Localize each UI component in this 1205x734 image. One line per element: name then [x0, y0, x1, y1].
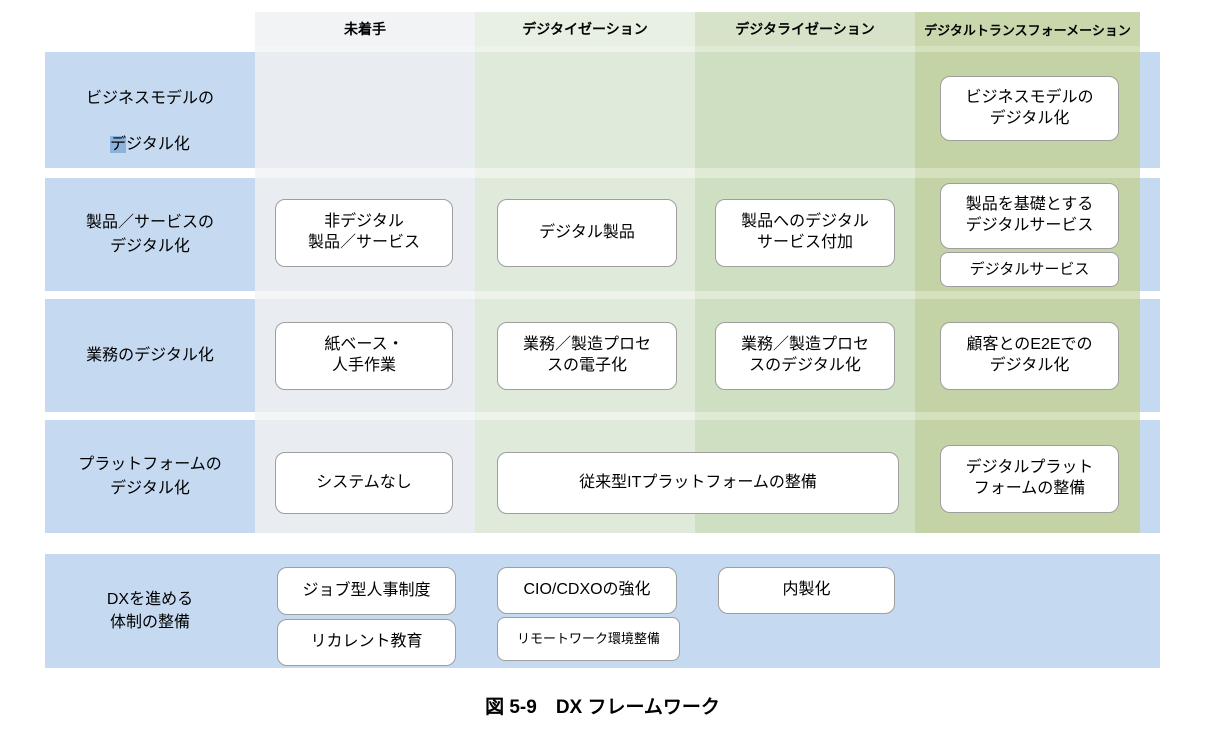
figure-caption: 図 5-9 DX フレームワーク — [485, 697, 720, 718]
row-header-line1: ビジネスモデルの — [85, 89, 214, 107]
row-header-business-model: ビジネスモデルの デジタル化 — [45, 52, 255, 168]
box-paper-manual-work: 紙ベース・ 人手作業 — [275, 322, 453, 390]
box-digital-product: デジタル製品 — [497, 199, 677, 267]
column-header-label: デジタルトランスフォーメーション — [924, 22, 1131, 38]
row-header-platform: プラットフォームの デジタル化 — [45, 420, 255, 533]
row-header-label: プラットフォームの デジタル化 — [78, 456, 222, 497]
box-recurrent-education: リカレント教育 — [277, 619, 456, 666]
box-legacy-it-platform: 従来型ITプラットフォームの整備 — [497, 452, 899, 514]
box-insourcing: 内製化 — [718, 567, 895, 614]
box-process-digitalization: 業務／製造プロセ スのデジタル化 — [715, 322, 895, 390]
column-header-dx: デジタルトランスフォーメーション — [915, 12, 1140, 46]
column-header-digitization: デジタイゼーション — [475, 12, 695, 46]
row-header-label: DXを進める 体制の整備 — [106, 590, 194, 631]
right-strip-row3 — [1140, 299, 1160, 412]
row-header-line2: ジタル化 — [126, 136, 190, 154]
row-header-operations: 業務のデジタル化 — [45, 299, 255, 412]
box-digital-service: デジタルサービス — [940, 252, 1119, 287]
row-header-product-service: 製品／サービスの デジタル化 — [45, 178, 255, 291]
cell-business-model-untouched — [255, 52, 475, 168]
box-cio-cdxo: CIO/CDXOの強化 — [497, 567, 677, 614]
highlighted-character: デ — [110, 136, 127, 154]
box-digital-platform: デジタルプラット フォームの整備 — [940, 445, 1119, 513]
column-header-label: デジタイゼーション — [522, 21, 648, 37]
column-header-label: 未着手 — [344, 21, 386, 37]
right-strip-row4 — [1140, 420, 1160, 533]
box-e2e-customer-digitalization: 顧客とのE2Eでの デジタル化 — [940, 322, 1119, 390]
box-product-based-digital-service: 製品を基礎とする デジタルサービス — [940, 183, 1119, 249]
box-job-based-hr: ジョブ型人事制度 — [277, 567, 456, 615]
row-header-label: ビジネスモデルの デジタル化 — [86, 64, 214, 157]
row-header-label: 製品／サービスの デジタル化 — [85, 214, 214, 255]
column-header-label: デジタライゼーション — [735, 21, 875, 37]
cell-business-model-digitization — [475, 52, 695, 168]
column-header-untouched: 未着手 — [255, 12, 475, 46]
row-header-organization: DXを進める 体制の整備 — [45, 554, 255, 668]
column-header-digitalization: デジタライゼーション — [695, 12, 915, 46]
right-strip-row1 — [1140, 52, 1160, 168]
row-header-label: 業務のデジタル化 — [86, 346, 214, 364]
box-nondigital-product-service: 非デジタル 製品／サービス — [275, 199, 453, 267]
box-process-electronization: 業務／製造プロセ スの電子化 — [497, 322, 677, 390]
box-digital-service-added: 製品へのデジタル サービス付加 — [715, 199, 895, 267]
right-strip-row2 — [1140, 178, 1160, 291]
box-remote-work: リモートワーク環境整備 — [497, 617, 680, 661]
box-business-model-digitalized: ビジネスモデルの デジタル化 — [940, 76, 1119, 141]
cell-business-model-digitalization — [695, 52, 915, 168]
box-no-system: システムなし — [275, 452, 453, 514]
